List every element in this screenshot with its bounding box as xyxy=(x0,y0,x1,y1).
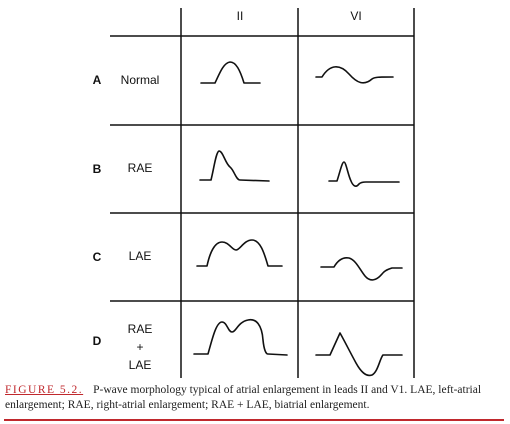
waveform-d-lead-v1 xyxy=(315,332,403,377)
row-label-d-line-3: LAE xyxy=(128,358,152,372)
row-label-d-line-2: + xyxy=(136,340,144,354)
row-label-b-line: RAE xyxy=(127,161,153,175)
row-label-c-line: LAE xyxy=(128,249,152,263)
waveform-c-lead-ii xyxy=(196,239,283,267)
caption-text: P-wave morphology typical of atrial enla… xyxy=(5,384,482,411)
waveform-d-lead-ii xyxy=(193,318,288,356)
row-label-a-line: Normal xyxy=(120,73,160,87)
figure-label: FIGURE 5.2. xyxy=(5,384,84,396)
row-label-a: Normal xyxy=(108,71,172,89)
waveform-a-lead-v1 xyxy=(315,66,394,84)
row-letter-d: D xyxy=(92,334,102,348)
caption-rule xyxy=(4,419,504,421)
row-label-d-line-1: RAE xyxy=(127,322,153,336)
column-header-lead-ii: II xyxy=(236,9,244,23)
waveform-b-lead-v1 xyxy=(328,161,400,187)
row-letter-a: A xyxy=(92,73,102,87)
row-letter-c: C xyxy=(92,250,102,264)
waveform-c-lead-v1 xyxy=(320,257,403,281)
figure-caption: FIGURE 5.2.P-wave morphology typical of … xyxy=(5,383,505,413)
row-label-b: RAE xyxy=(108,159,172,177)
waveform-a-lead-ii xyxy=(200,61,261,84)
waveform-b-lead-ii xyxy=(199,150,270,182)
row-label-c: LAE xyxy=(108,247,172,265)
row-letter-b: B xyxy=(92,162,102,176)
diagram-grid xyxy=(110,8,415,378)
column-header-lead-v1: VI xyxy=(350,9,362,23)
row-label-d: RAE + LAE xyxy=(108,320,172,374)
